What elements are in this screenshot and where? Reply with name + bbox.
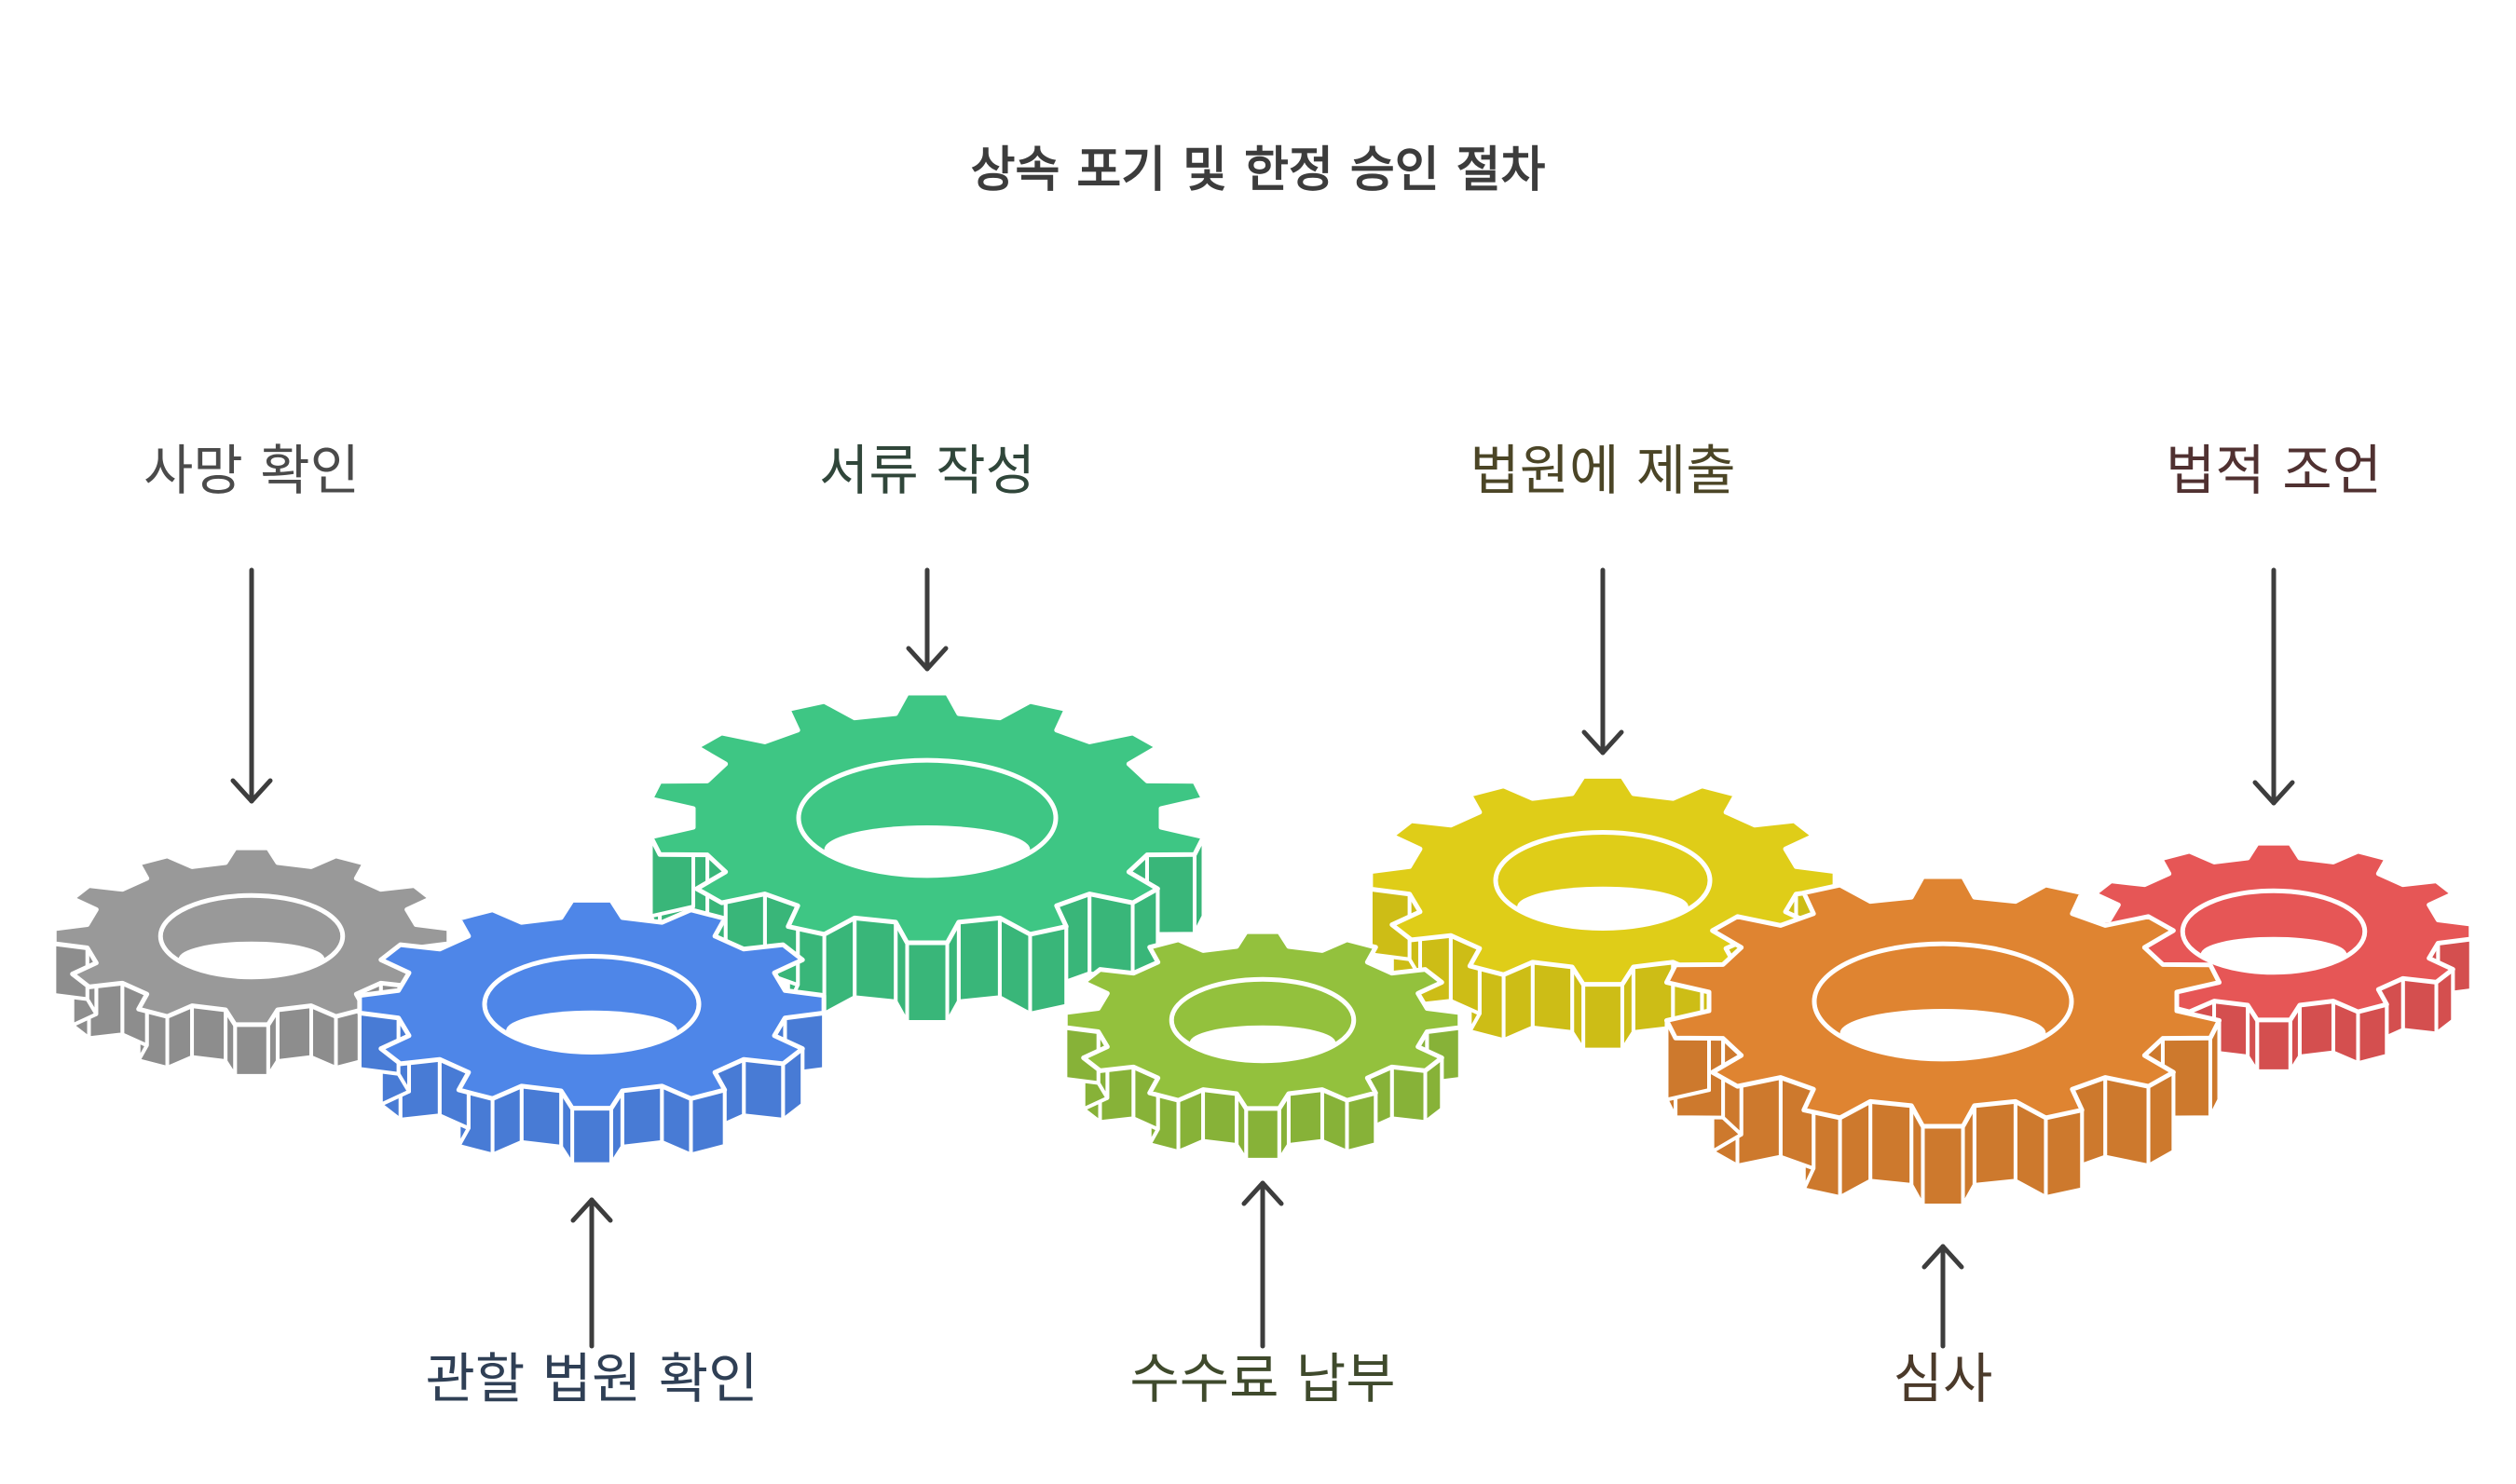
arrow-down-icon [906, 567, 949, 672]
diagram-title: 상속 포기 및 한정 승인 절차 [970, 143, 1546, 198]
gear-icon [1062, 929, 1463, 1162]
gear-icon [648, 690, 1207, 1025]
step-label: 법적 조언 [2166, 439, 2382, 502]
step-label: 사망 확인 [144, 439, 360, 502]
gear-icon [1663, 874, 2222, 1208]
arrow-up-icon [570, 1197, 613, 1349]
step-label: 법원에 제출 [1470, 439, 1736, 502]
gear-icon [357, 897, 827, 1166]
arrow-up-icon [1921, 1244, 1964, 1349]
gear-icon [51, 845, 452, 1078]
step-label: 심사 [1893, 1347, 1993, 1410]
arrow-down-icon [1581, 567, 1624, 756]
step-label: 관할 법원 확인 [425, 1347, 759, 1410]
arrow-up-icon [1241, 1180, 1284, 1349]
arrow-down-icon [2252, 567, 2295, 806]
step-label: 서류 작성 [819, 439, 1035, 502]
arrow-down-icon [230, 567, 273, 804]
step-label: 수수료 납부 [1129, 1347, 1396, 1410]
